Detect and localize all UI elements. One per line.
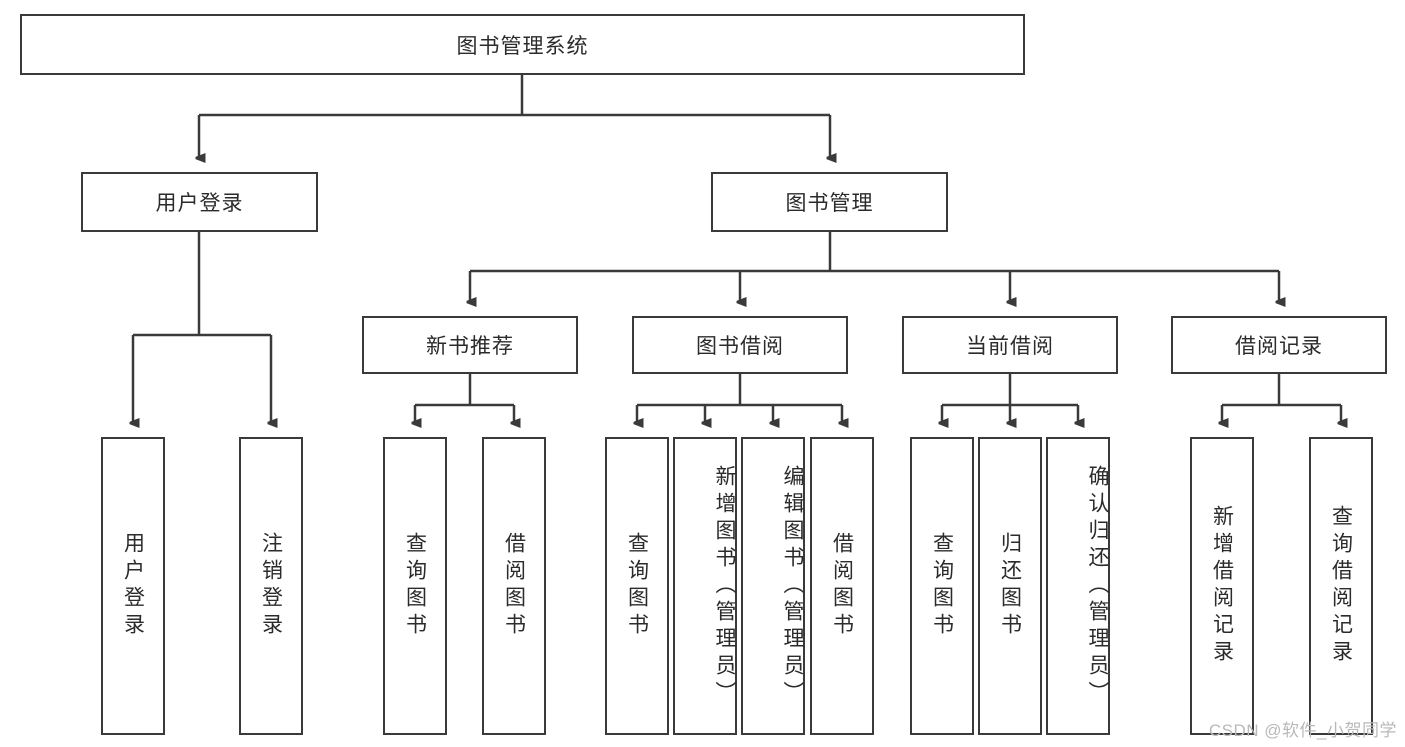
node-book-manage[interactable]: 图书管理 [711, 172, 948, 232]
leaf-user-login-label: 用户登录 [121, 532, 145, 640]
leaf-add-record-label: 新增借阅记录 [1210, 505, 1234, 667]
leaf-add-book-label: 新增图书（管理员） [713, 464, 736, 708]
node-book-manage-label: 图书管理 [785, 192, 874, 215]
leaf-borrow-book-1-label: 借阅图书 [502, 532, 526, 640]
leaf-query-book-1[interactable]: 查询图书 [383, 437, 447, 735]
node-root-label: 图书管理系统 [456, 34, 589, 58]
node-borrow-record-label: 借阅记录 [1235, 335, 1323, 358]
leaf-edit-book[interactable]: 编辑图书（管理员） [741, 437, 805, 735]
leaf-query-record[interactable]: 查询借阅记录 [1309, 437, 1373, 735]
leaf-borrow-book-2[interactable]: 借阅图书 [810, 437, 874, 735]
leaf-borrow-book-1[interactable]: 借阅图书 [482, 437, 546, 735]
node-borrow-record[interactable]: 借阅记录 [1171, 316, 1387, 374]
leaf-confirm-return-label: 确认归还（管理员） [1086, 464, 1109, 708]
leaf-query-book-1-label: 查询图书 [403, 532, 427, 640]
watermark: CSDN @软件_小贺同学 [1208, 721, 1397, 740]
leaf-add-book[interactable]: 新增图书（管理员） [673, 437, 737, 735]
node-root[interactable]: 图书管理系统 [20, 14, 1025, 75]
node-new-book-recommend[interactable]: 新书推荐 [362, 316, 578, 374]
leaf-confirm-return[interactable]: 确认归还（管理员） [1046, 437, 1110, 735]
leaf-query-record-label: 查询借阅记录 [1329, 505, 1353, 667]
node-current-borrow-label: 当前借阅 [966, 335, 1054, 358]
leaf-return-book-label: 归还图书 [998, 532, 1022, 640]
node-current-borrow[interactable]: 当前借阅 [902, 316, 1118, 374]
node-book-borrow[interactable]: 图书借阅 [632, 316, 848, 374]
leaf-return-book[interactable]: 归还图书 [978, 437, 1042, 735]
leaf-edit-book-label: 编辑图书（管理员） [781, 464, 804, 708]
leaf-borrow-book-2-label: 借阅图书 [830, 532, 854, 640]
leaf-query-book-3[interactable]: 查询图书 [910, 437, 974, 735]
leaf-query-book-2[interactable]: 查询图书 [605, 437, 669, 735]
leaf-user-login[interactable]: 用户登录 [101, 437, 165, 735]
leaf-query-book-2-label: 查询图书 [625, 532, 649, 640]
node-user-login[interactable]: 用户登录 [81, 172, 318, 232]
leaf-add-record[interactable]: 新增借阅记录 [1190, 437, 1254, 735]
leaf-user-logout-label: 注销登录 [259, 532, 283, 640]
leaf-query-book-3-label: 查询图书 [930, 532, 954, 640]
node-user-login-label: 用户登录 [155, 192, 244, 215]
node-book-borrow-label: 图书借阅 [696, 335, 784, 358]
leaf-user-logout[interactable]: 注销登录 [239, 437, 303, 735]
node-new-book-recommend-label: 新书推荐 [426, 335, 514, 358]
